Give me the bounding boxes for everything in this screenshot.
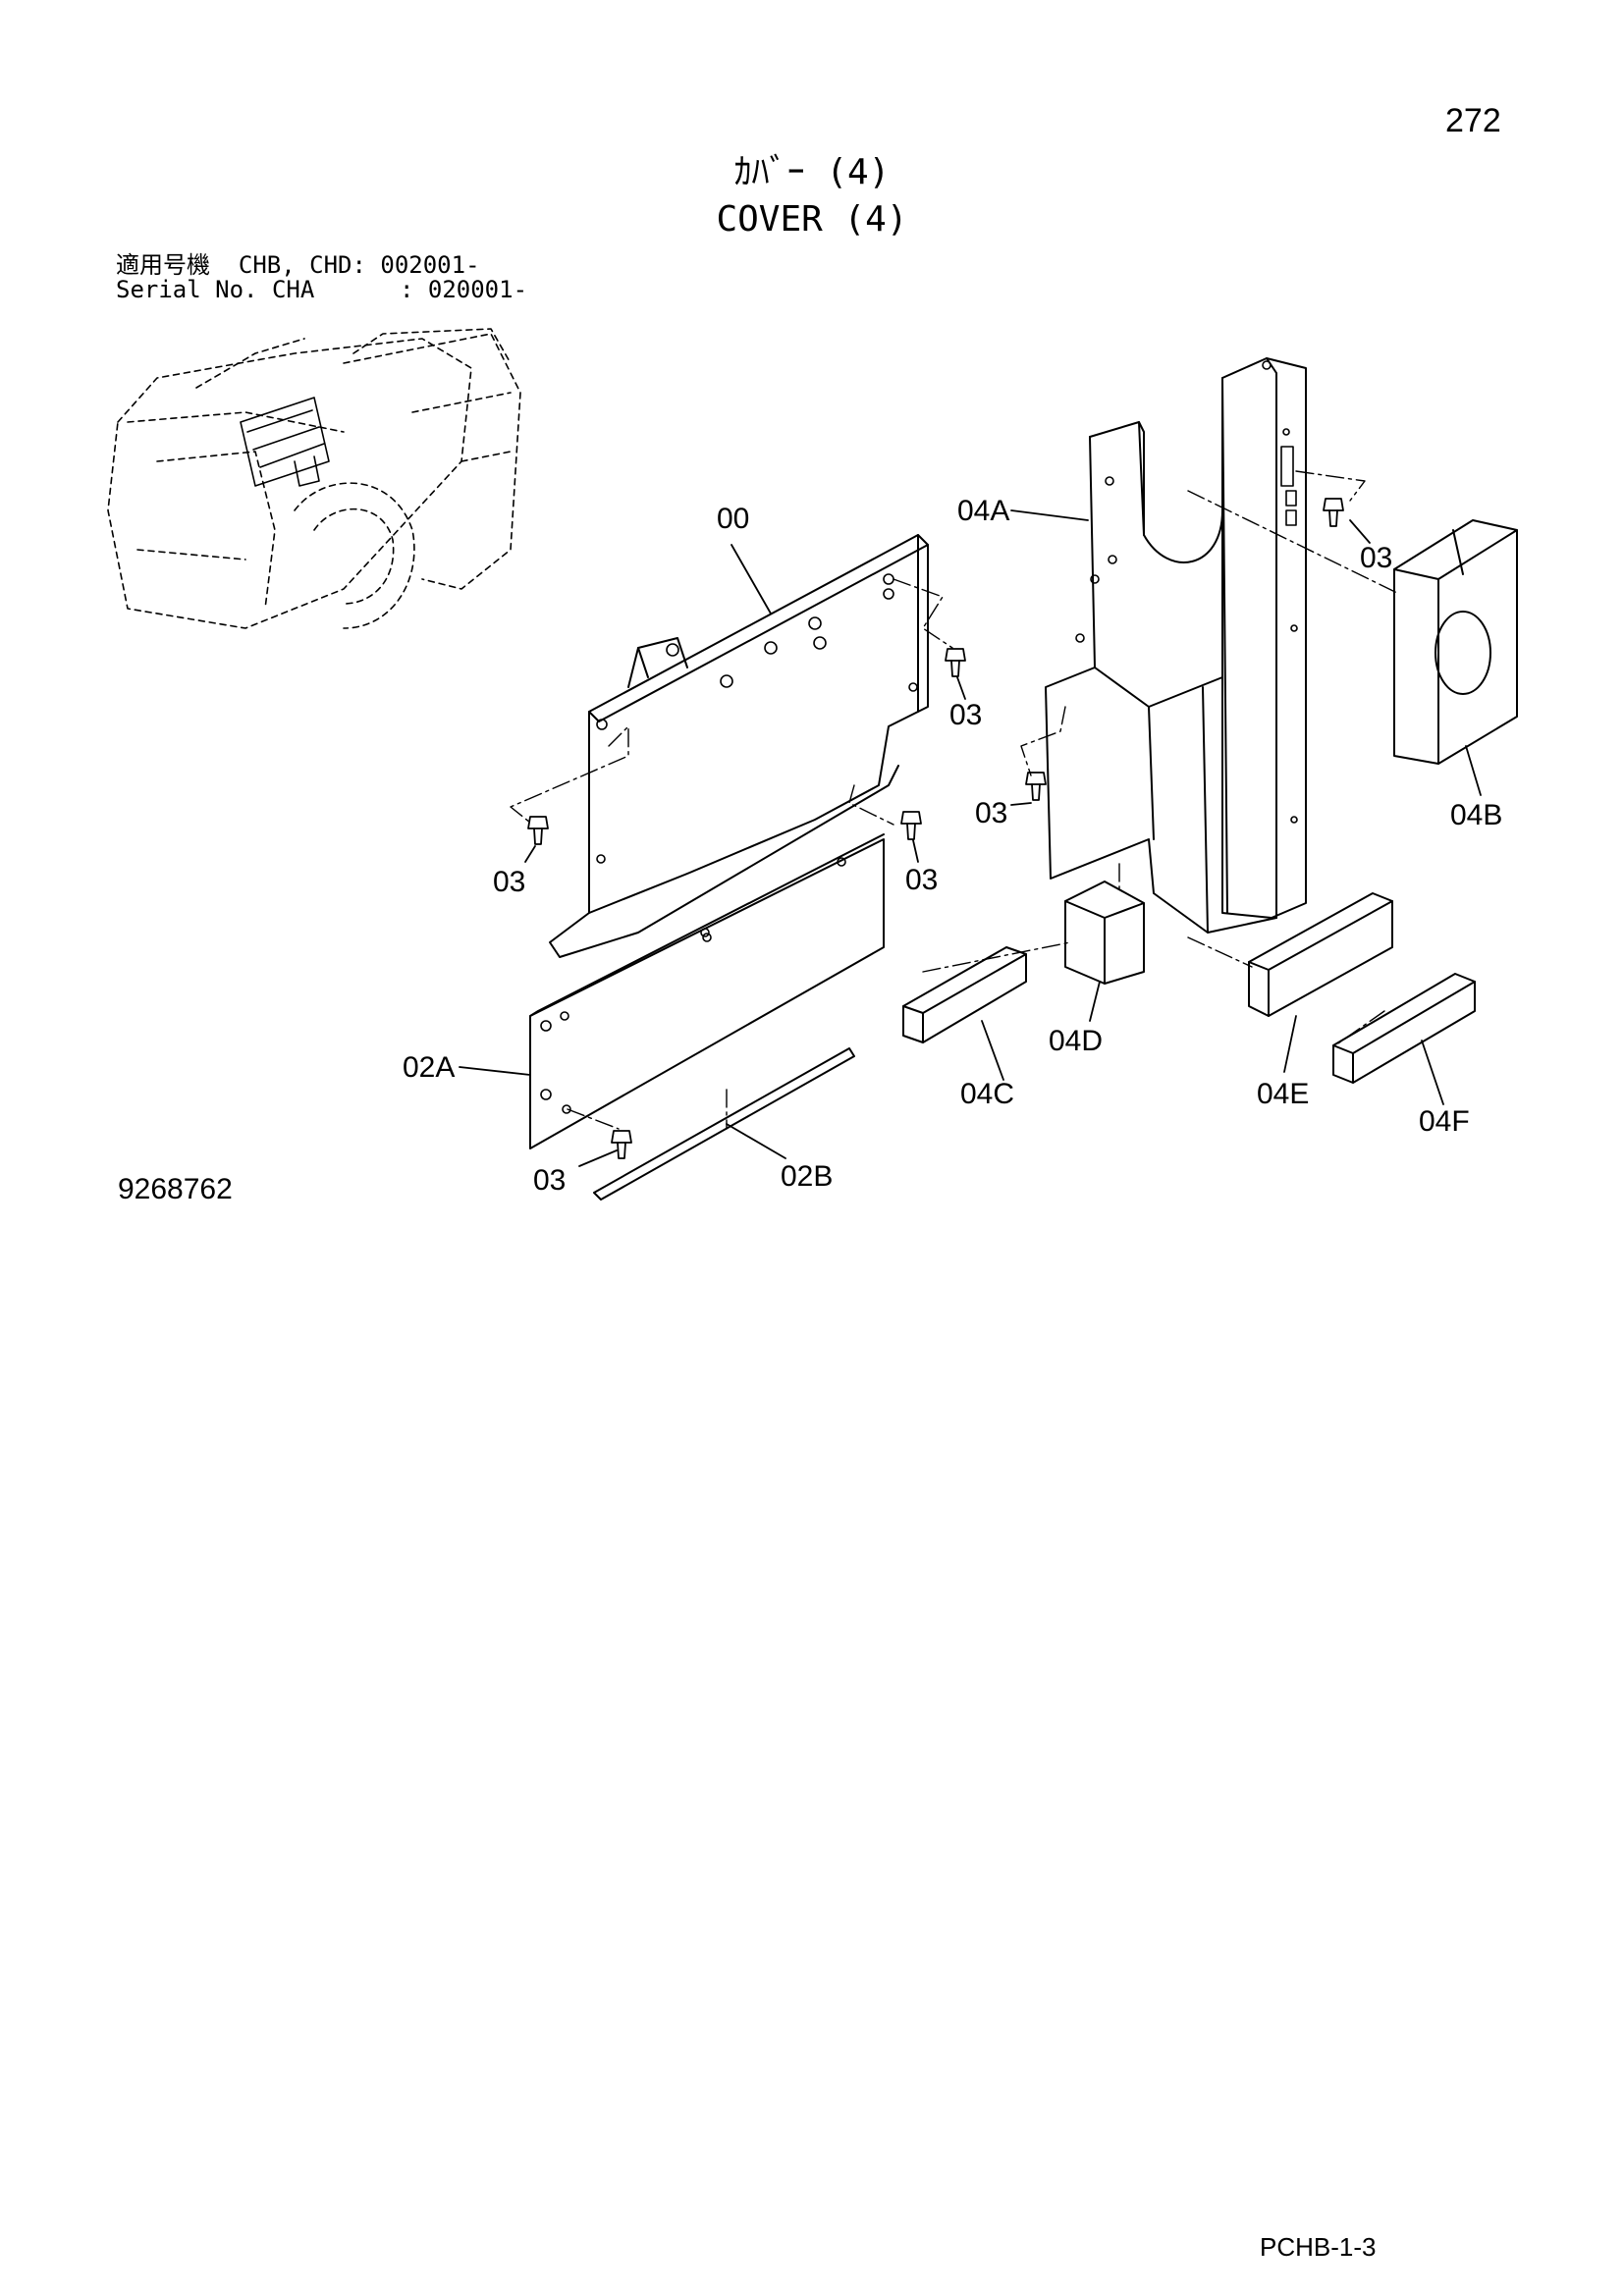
- callout-00: 00: [717, 503, 749, 535]
- drawing-number: 9268762: [118, 1173, 233, 1205]
- title-english: COVER (4): [716, 199, 908, 240]
- part-04b-block: [1393, 519, 1518, 765]
- serial-line-2: Serial No. CHA : 020001-: [116, 276, 528, 303]
- part-04d-block: [1064, 881, 1145, 985]
- part-02a-plate: [529, 833, 885, 1149]
- callout-03-left: 03: [493, 866, 525, 898]
- part-00-cover-panel: [549, 534, 929, 958]
- callout-04a: 04A: [957, 495, 1009, 527]
- callout-02b: 02B: [781, 1160, 833, 1193]
- leader-lines: [459, 509, 1482, 1167]
- callout-04d: 04D: [1049, 1025, 1103, 1057]
- part-04a-frame: [1045, 357, 1307, 934]
- callout-03-frame: 03: [975, 797, 1007, 829]
- title-japanese: ｶﾊﾞｰ (4): [733, 152, 891, 192]
- part-04a-holes: [1075, 360, 1298, 824]
- part-04f-block: [1332, 973, 1476, 1084]
- part-02b-strip: [593, 1047, 855, 1201]
- callout-04f: 04F: [1419, 1105, 1470, 1138]
- callout-02a: 02A: [403, 1051, 455, 1084]
- callout-04b: 04B: [1450, 799, 1502, 831]
- callout-03-panel-bottom: 03: [905, 864, 938, 896]
- callout-04e: 04E: [1257, 1078, 1309, 1110]
- page-number: 272: [1445, 102, 1501, 139]
- part-04e-block: [1248, 892, 1393, 1017]
- serial-line-1: 適用号機 CHB, CHD: 002001-: [116, 251, 480, 279]
- sheet-code: PCHB-1-3: [1260, 2232, 1377, 2262]
- key-map-excavator: [107, 328, 521, 629]
- bolt-icons: [527, 498, 1344, 1159]
- part-04c-block: [902, 946, 1027, 1043]
- part-00-holes: [596, 573, 918, 942]
- callout-03-bottom: 03: [533, 1164, 566, 1197]
- callout-03-right: 03: [1360, 542, 1392, 574]
- part-02a-holes: [540, 857, 846, 1114]
- callout-04c: 04C: [960, 1078, 1014, 1110]
- key-map-highlight: [240, 397, 330, 487]
- callout-03-panel-top: 03: [949, 699, 982, 731]
- assembly-center-lines: [510, 470, 1400, 1130]
